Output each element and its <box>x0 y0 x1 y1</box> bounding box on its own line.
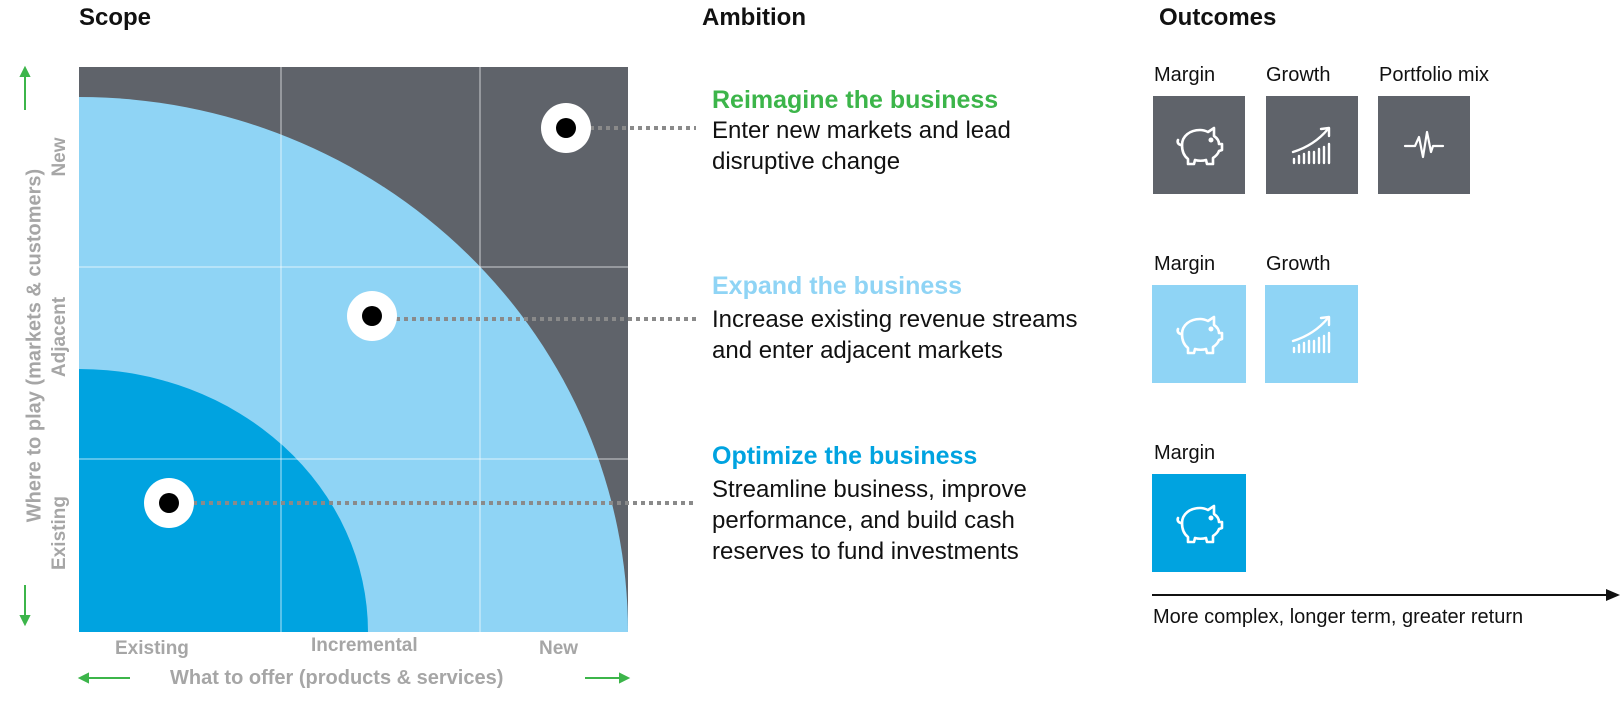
scope-header: Scope <box>79 4 152 31</box>
x-axis-arrows <box>77 672 631 684</box>
ambition-expand: Expand the business Increase existing re… <box>712 272 1078 366</box>
outcome-reimagine-portfolio-tile <box>1378 96 1470 194</box>
optimize-marker <box>144 478 194 528</box>
outcome-reimagine-margin-tile <box>1153 96 1245 194</box>
arrow-caption: More complex, longer term, greater retur… <box>1153 606 1524 628</box>
ambition-expand-desc-line2: and enter adjacent markets <box>712 337 1003 364</box>
y-level-new: New <box>49 137 70 177</box>
x-level-existing: Existing <box>115 638 189 659</box>
y-level-existing: Existing <box>49 496 70 570</box>
piggy-bank-icon <box>1176 504 1224 544</box>
complexity-arrow <box>1152 589 1620 601</box>
x-axis-title: What to offer (products & services) <box>170 667 504 689</box>
grid-lines <box>79 67 628 632</box>
ambition-reimagine: Reimagine the business Enter new markets… <box>712 86 1011 177</box>
outcome-reimagine-margin-label: Margin <box>1154 64 1216 86</box>
ambition-optimize-desc-line1: Streamline business, improve <box>712 476 1027 503</box>
x-level-new: New <box>539 638 579 659</box>
outcome-reimagine-growth-label: Growth <box>1266 64 1331 86</box>
outcome-expand-growth-label: Growth <box>1266 253 1331 275</box>
pulse-icon <box>1403 130 1445 159</box>
growth-chart-icon <box>1291 315 1330 354</box>
y-level-adjacent: Adjacent <box>49 296 70 378</box>
scope-diagram <box>19 65 696 684</box>
growth-chart-icon <box>1291 126 1331 165</box>
piggy-bank-icon <box>1176 315 1224 355</box>
ambition-reimagine-desc-line2: disruptive change <box>712 148 901 175</box>
ambition-optimize: Optimize the business Streamline busines… <box>712 442 1027 567</box>
ambition-optimize-desc-line2: performance, and build cash <box>712 507 1015 534</box>
outcome-reimagine-portfolio-label: Portfolio mix <box>1379 64 1490 86</box>
outcome-expand-margin-label: Margin <box>1154 253 1216 275</box>
x-level-incremental: Incremental <box>311 635 418 656</box>
piggy-bank-icon <box>1176 126 1224 166</box>
ambition-reimagine-desc-line1: Enter new markets and lead <box>712 117 1011 144</box>
ambition-header: Ambition <box>702 4 806 31</box>
outcome-optimize-margin-tile <box>1152 474 1246 572</box>
optimize-region <box>79 369 368 632</box>
ambition-optimize-title: Optimize the business <box>712 442 978 470</box>
outcomes-header: Outcomes <box>1159 4 1277 31</box>
outcome-optimize-margin-label: Margin <box>1154 442 1216 464</box>
reimagine-marker <box>541 103 591 153</box>
ambition-reimagine-title: Reimagine the business <box>712 86 999 114</box>
y-axis-arrows <box>19 65 31 627</box>
expand-marker <box>347 291 397 341</box>
connector-lines <box>193 126 696 505</box>
outcome-reimagine-growth-tile <box>1266 96 1358 194</box>
ambition-expand-desc-line1: Increase existing revenue streams <box>712 306 1078 333</box>
y-axis-title: Where to play (markets & customers) <box>23 168 46 523</box>
ambition-optimize-desc-line3: reserves to fund investments <box>712 538 1019 565</box>
outcome-expand-growth-tile <box>1265 285 1358 383</box>
outcome-expand-margin-tile <box>1152 285 1246 383</box>
ambition-expand-title: Expand the business <box>712 272 963 300</box>
